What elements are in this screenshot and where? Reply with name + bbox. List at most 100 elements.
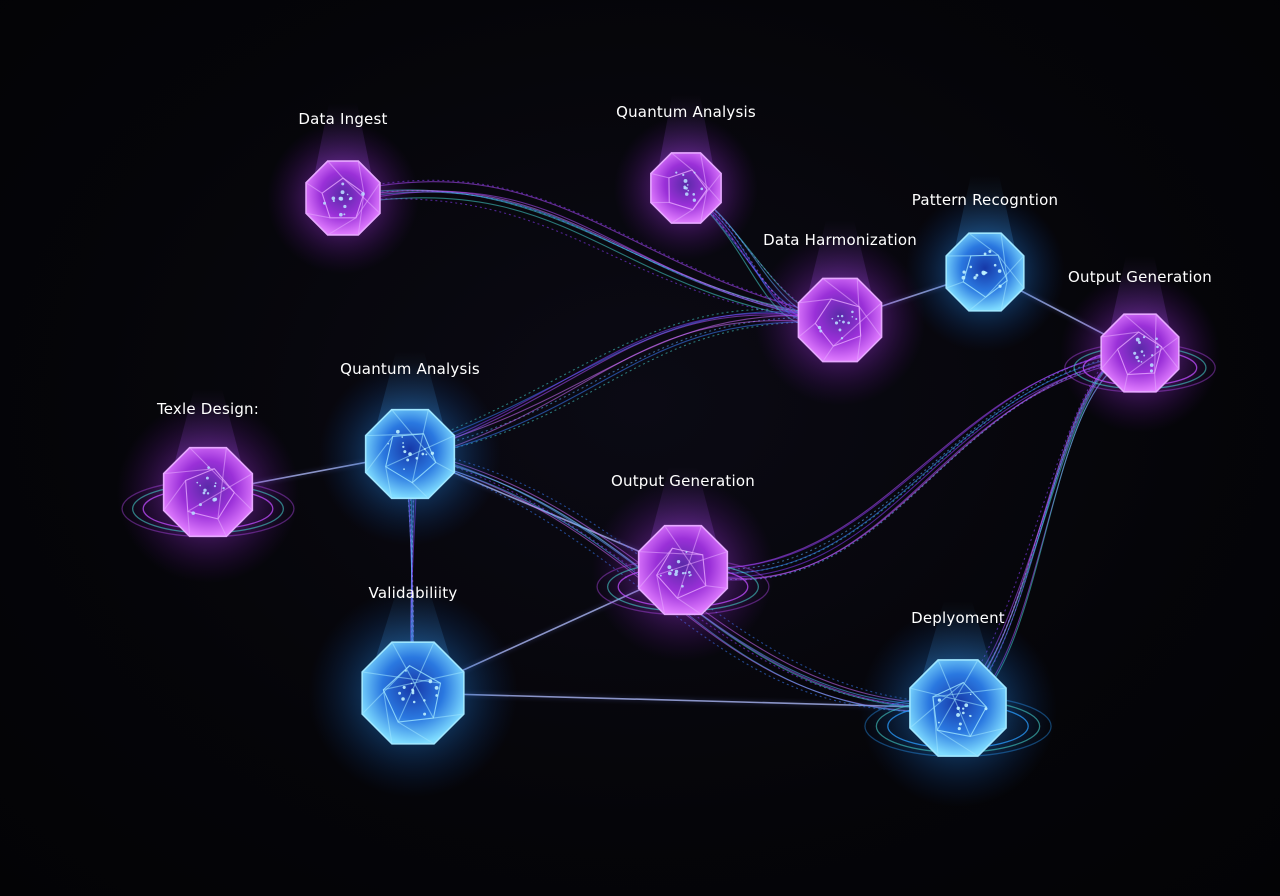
edge-strand bbox=[341, 190, 839, 320]
node-sparkle bbox=[198, 503, 202, 507]
node-sparkle bbox=[681, 584, 684, 588]
node-sparkle bbox=[387, 442, 390, 445]
node-facet-edge bbox=[822, 345, 834, 362]
node-facet-edge bbox=[937, 659, 971, 737]
node-sparkle bbox=[674, 569, 679, 574]
node-facet-edge bbox=[909, 687, 987, 708]
node-pattern-recognition[interactable] bbox=[905, 175, 1065, 352]
node-facet-edge bbox=[968, 296, 987, 312]
node-sparkle bbox=[700, 187, 704, 191]
node-sparkle bbox=[1137, 341, 1141, 344]
node-sparkle bbox=[956, 712, 961, 717]
node-facet-edge bbox=[936, 659, 979, 731]
node-validability[interactable] bbox=[308, 583, 518, 798]
node-sparkle bbox=[675, 171, 678, 174]
node-sparkle bbox=[332, 199, 335, 203]
node-data-ingest[interactable] bbox=[267, 103, 419, 274]
node-data-harmonization[interactable] bbox=[754, 220, 926, 406]
edge-strand bbox=[345, 198, 843, 323]
node-facet-edge bbox=[435, 461, 455, 473]
node-sparkle bbox=[421, 452, 425, 456]
node-sparkle bbox=[817, 325, 822, 330]
node-sparkle bbox=[341, 182, 345, 186]
node-facet-edge bbox=[798, 322, 816, 338]
node-sparkle bbox=[423, 699, 426, 702]
node-sparkle bbox=[983, 252, 987, 256]
node-sparkle bbox=[840, 314, 844, 318]
node-label-validability: Validabiliity bbox=[369, 584, 458, 602]
node-output-generation-center[interactable] bbox=[591, 467, 775, 662]
node-label-data-harmonization: Data Harmonization bbox=[763, 231, 917, 249]
node-facet-edge bbox=[856, 278, 862, 336]
edge-strand bbox=[346, 190, 844, 325]
node-facet-edge bbox=[305, 182, 323, 194]
edge-strand bbox=[342, 189, 841, 321]
node-sparkle bbox=[402, 685, 406, 689]
node-sparkle bbox=[1133, 351, 1137, 355]
node-facet-edge bbox=[970, 727, 1007, 737]
node-sparkle bbox=[683, 185, 686, 189]
node-sparkle bbox=[339, 212, 343, 217]
node-facet-edge bbox=[1000, 233, 1008, 281]
node-sparkle bbox=[398, 691, 402, 695]
node-sparkle bbox=[323, 201, 327, 205]
node-sparkle bbox=[212, 497, 217, 502]
node-sparkle bbox=[961, 275, 966, 280]
node-sparkle bbox=[988, 249, 992, 253]
node-sparkle bbox=[692, 193, 696, 196]
node-sparkle bbox=[681, 572, 685, 575]
node-facet-edge bbox=[671, 209, 694, 224]
node-facet bbox=[668, 169, 708, 211]
node-facet-edge bbox=[1000, 280, 1008, 311]
node-facet-edge bbox=[361, 665, 410, 715]
node-facet-edge bbox=[932, 687, 1007, 698]
node-facet-edge bbox=[383, 671, 464, 691]
node-sparkle bbox=[831, 317, 834, 320]
node-facet bbox=[385, 433, 437, 484]
node-facet-edge bbox=[433, 713, 464, 719]
node-sparkle bbox=[962, 707, 965, 710]
node-sparkle bbox=[684, 571, 687, 575]
node-texle-design[interactable] bbox=[116, 389, 300, 584]
node-output-generation-right[interactable] bbox=[1060, 256, 1220, 433]
node-facet-edge bbox=[700, 189, 708, 224]
node-facet-edge bbox=[357, 160, 365, 194]
node-facet-edge bbox=[189, 447, 235, 493]
node-quantum-analysis-top[interactable] bbox=[613, 95, 759, 261]
node-sparkle bbox=[191, 511, 196, 515]
node-sparkle bbox=[937, 698, 942, 702]
nodes-layer bbox=[116, 95, 1220, 807]
node-sparkle bbox=[834, 321, 839, 325]
node-sparkle bbox=[851, 310, 854, 314]
node-sparkle bbox=[1149, 363, 1154, 367]
node-facet-edge bbox=[909, 682, 964, 729]
node-sparkle bbox=[406, 458, 410, 462]
node-sparkle bbox=[402, 445, 405, 449]
node-polyhedron bbox=[1100, 313, 1180, 393]
edge-strand bbox=[684, 186, 839, 321]
edge-strand bbox=[339, 181, 837, 317]
node-facet-edge bbox=[411, 482, 429, 499]
node-sparkle bbox=[361, 192, 365, 196]
node-facet-edge bbox=[233, 492, 253, 511]
node-polyhedron bbox=[637, 524, 729, 616]
node-quantum-analysis-mid[interactable] bbox=[318, 351, 502, 546]
node-sparkle bbox=[222, 486, 225, 490]
node-sparkle bbox=[434, 685, 439, 690]
node-facet bbox=[1117, 331, 1163, 376]
node-sparkle bbox=[667, 565, 672, 570]
node-sparkle bbox=[1140, 361, 1143, 363]
node-facet-edge bbox=[163, 480, 187, 511]
node-sparkle bbox=[688, 574, 691, 577]
node-sparkle bbox=[997, 269, 1002, 273]
node-sparkle bbox=[659, 574, 662, 577]
node-sparkle bbox=[430, 451, 435, 455]
node-facet-edge bbox=[355, 182, 381, 219]
node-deplyoment[interactable] bbox=[859, 601, 1057, 807]
node-sparkle bbox=[202, 491, 206, 495]
node-sparkle bbox=[685, 550, 688, 554]
node-facet-edge bbox=[385, 466, 393, 499]
node-sparkle bbox=[964, 703, 969, 708]
